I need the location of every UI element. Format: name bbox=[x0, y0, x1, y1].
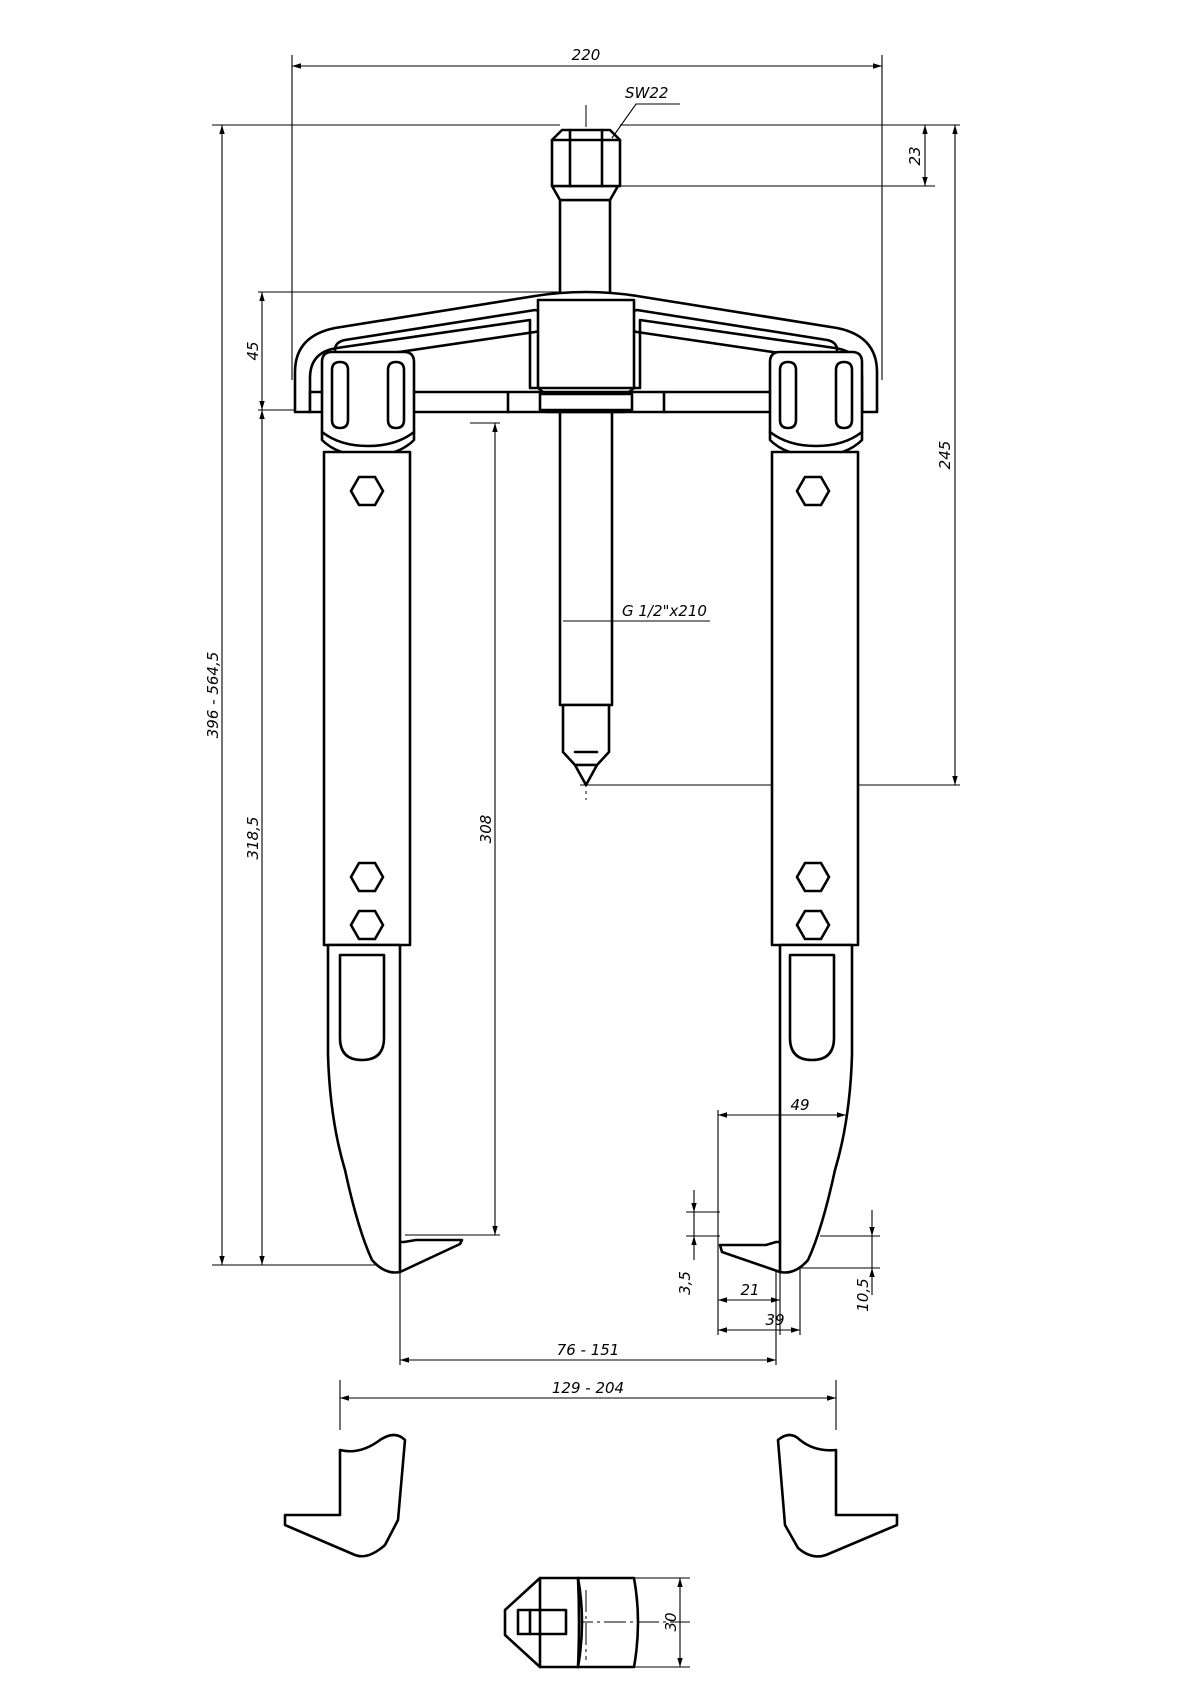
dim-sw22: SW22 bbox=[625, 84, 668, 102]
dim-396-564: 396 - 564,5 bbox=[204, 652, 222, 739]
spindle bbox=[550, 184, 620, 787]
dim-318-5: 318,5 bbox=[244, 817, 262, 860]
crossbar bbox=[293, 290, 879, 414]
dim-45: 45 bbox=[244, 341, 262, 360]
dimension-lines bbox=[219, 63, 958, 1667]
left-jaw-detail bbox=[283, 1433, 407, 1558]
dim-10-5: 10,5 bbox=[854, 1278, 872, 1311]
right-jaw-detail bbox=[776, 1433, 899, 1558]
dim-308: 308 bbox=[477, 815, 495, 844]
dim-76-151: 76 - 151 bbox=[557, 1341, 620, 1359]
dim-220: 220 bbox=[572, 46, 601, 64]
dim-245: 245 bbox=[936, 441, 954, 470]
dim-129-204: 129 - 204 bbox=[552, 1379, 624, 1397]
dim-39: 39 bbox=[765, 1311, 784, 1329]
dim-3-5: 3,5 bbox=[676, 1271, 694, 1295]
right-arm bbox=[718, 350, 864, 1274]
dim-30: 30 bbox=[662, 1612, 680, 1631]
spindle-nut bbox=[550, 128, 622, 188]
dim-21: 21 bbox=[740, 1281, 759, 1299]
jaw-section-detail bbox=[503, 1576, 640, 1669]
dim-thread: G 1/2"x210 bbox=[622, 602, 707, 620]
dim-49: 49 bbox=[790, 1096, 809, 1114]
left-arm bbox=[320, 350, 464, 1274]
dim-23: 23 bbox=[906, 146, 924, 165]
